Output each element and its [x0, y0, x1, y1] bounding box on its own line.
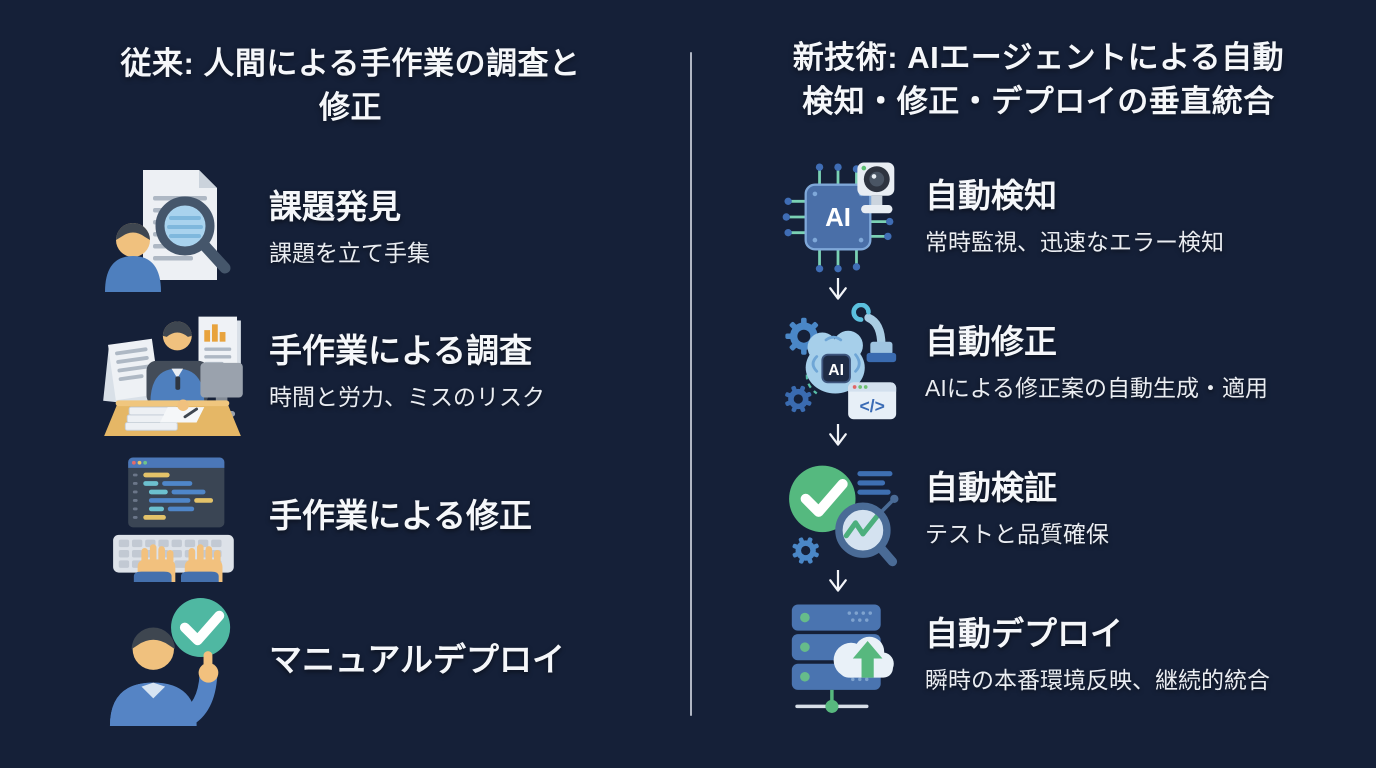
step-subtitle: 瞬時の本番環境反映、継続的統合	[925, 667, 1270, 693]
step-title: 手作業による修正	[269, 497, 533, 535]
step-text: 課題発見 課題を立て手集	[269, 188, 430, 268]
step-auto-verification: 自動検証 テストと品質確保	[775, 448, 1356, 570]
ai-chip-label: AI	[825, 204, 851, 232]
step-manual-fix: 手作業による修正	[100, 450, 661, 583]
step-issue-discovery: 課題発見 課題を立て手集	[100, 162, 661, 294]
document-search-person-icon	[100, 162, 245, 294]
step-subtitle: テストと品質確保	[925, 521, 1109, 547]
step-title: マニュアルデプロイ	[269, 641, 566, 679]
check-verify-magnifier-icon	[775, 448, 901, 570]
step-subtitle: 常時監視、迅速なエラー検知	[925, 229, 1224, 255]
right-title-line1: 新技術: AIエージェントによる自動	[792, 40, 1285, 75]
right-title-line2: 検知・修正・デプロイの垂直統合	[802, 84, 1275, 120]
step-text: 手作業による調査 時間と労力、ミスのリスク	[269, 332, 545, 412]
ai-chip-camera-icon: AI	[782, 162, 895, 273]
step-text: 自動検知 常時監視、迅速なエラー検知	[925, 177, 1224, 257]
server-cloud-deploy-icon	[791, 604, 894, 713]
step-text: マニュアルデプロイ	[269, 641, 565, 679]
traditional-column: 従来: 人間による手作業の調査と修正	[30, 42, 671, 727]
ai-brain-autofix-icon: AI </>	[785, 303, 897, 420]
server-cloud-deploy-icon	[775, 594, 901, 716]
step-text: 手作業による修正	[269, 497, 532, 535]
step-title: 自動修正	[925, 323, 1057, 361]
step-manual-deploy: マニュアルデプロイ	[100, 594, 661, 727]
step-title: 自動検知	[925, 177, 1057, 215]
step-subtitle: 時間と労力、ミスのリスク	[269, 384, 545, 410]
step-title: 自動デプロイ	[925, 615, 1123, 653]
step-title: 課題発見	[269, 188, 401, 226]
manual-approve-person-icon	[100, 594, 245, 727]
left-title-line1: 従来: 人間による手作業の調査と	[120, 46, 581, 81]
left-steps: 課題発見 課題を立て手集	[100, 162, 661, 727]
step-subtitle: 課題を立て手集	[269, 240, 430, 266]
right-column-title: 新技術: AIエージェントによる自動検知・修正・デプロイの垂直統合	[711, 36, 1366, 124]
step-manual-investigation: 手作業による調査 時間と労力、ミスのリスク	[100, 306, 661, 438]
down-arrow-icon	[826, 570, 1356, 594]
step-title: 手作業による調査	[269, 332, 533, 370]
check-verify-magnifier-icon	[789, 465, 899, 567]
step-title: 自動検証	[925, 469, 1057, 507]
ai-brain-label: AI	[828, 362, 844, 379]
manual-approve-person-icon	[109, 597, 230, 727]
document-search-person-icon	[104, 170, 230, 293]
keyboard-coding-icon	[113, 457, 234, 583]
ai-chip-camera-icon: AI	[775, 156, 901, 278]
right-steps: AI 自動検知 常時監視、迅速なエラー検知	[775, 156, 1356, 716]
ai-brain-autofix-icon: AI </>	[775, 302, 901, 424]
step-text: 自動デプロイ 瞬時の本番環境反映、継続的統合	[925, 615, 1270, 695]
down-arrow-icon	[826, 424, 1356, 448]
step-auto-deploy: 自動デプロイ 瞬時の本番環境反映、継続的統合	[775, 594, 1356, 716]
code-tag-label: </>	[859, 396, 884, 416]
desk-investigation-icon	[103, 316, 243, 437]
step-auto-detection: AI 自動検知 常時監視、迅速なエラー検知	[775, 156, 1356, 278]
ai-agent-column: 新技術: AIエージェントによる自動検知・修正・デプロイの垂直統合	[691, 0, 1376, 768]
column-divider	[690, 52, 692, 716]
desk-investigation-icon	[100, 306, 245, 438]
step-auto-fix: AI </> 自動修正 AIによる修正案の自動生成・適用	[775, 302, 1356, 424]
left-title-line2: 修正	[319, 90, 382, 126]
step-text: 自動検証 テストと品質確保	[925, 469, 1109, 549]
down-arrow-icon	[826, 278, 1356, 302]
keyboard-coding-icon	[100, 450, 245, 583]
left-column-title: 従来: 人間による手作業の調査と修正	[30, 42, 671, 130]
step-subtitle: AIによる修正案の自動生成・適用	[925, 375, 1269, 401]
step-text: 自動修正 AIによる修正案の自動生成・適用	[925, 323, 1268, 403]
